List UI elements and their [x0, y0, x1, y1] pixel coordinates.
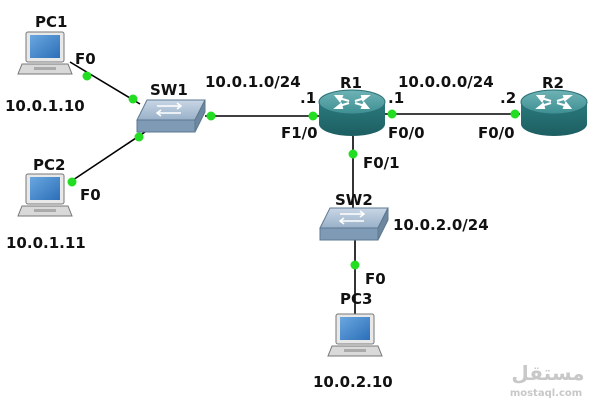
pc1-ip: 10.0.1.10 [5, 97, 85, 115]
pc1-port: F0 [75, 50, 96, 68]
pc2-device[interactable] [17, 173, 73, 217]
port-dot-r1-f00 [387, 109, 397, 119]
sw1-device[interactable] [136, 99, 206, 133]
lan1-network: 10.0.1.0/24 [205, 73, 301, 91]
switch-icon [319, 207, 389, 241]
link-pc2-sw1 [69, 131, 146, 183]
pc2-port: F0 [80, 186, 101, 204]
pc2-name: PC2 [33, 156, 65, 174]
r2-device[interactable] [520, 89, 588, 136]
link-pc1-sw1 [69, 61, 141, 105]
pc3-ip: 10.0.2.10 [313, 373, 393, 391]
port-dot-sw1-pc2 [134, 132, 144, 142]
watermark-latin: mostaql.com [510, 388, 582, 399]
port-dot-sw1-r1 [206, 111, 216, 121]
wan-network: 10.0.0.0/24 [398, 73, 494, 91]
r1-lan-port: F1/0 [281, 124, 318, 142]
pc1-device[interactable] [17, 31, 73, 75]
pc-icon [17, 31, 73, 75]
router-icon [318, 89, 386, 136]
r2-name: R2 [542, 74, 564, 92]
watermark: مستقل mostaql.com [510, 361, 585, 399]
router-icon [520, 89, 588, 136]
port-dot-sw1-pc1 [128, 94, 138, 104]
r1-wan-port: F0/0 [388, 124, 425, 142]
pc2-ip: 10.0.1.11 [6, 234, 86, 252]
r2-wan-port: F0/0 [478, 124, 515, 142]
lan2-network: 10.0.2.0/24 [393, 216, 489, 234]
switch-icon [136, 99, 206, 133]
links [69, 61, 520, 318]
port-dot-pc2 [67, 177, 77, 187]
sw2-name: SW2 [335, 191, 373, 209]
pc-icon [17, 173, 73, 217]
pc3-device[interactable] [327, 313, 383, 357]
port-dot-r1-f10 [308, 111, 318, 121]
port-dot-r1-f01 [348, 149, 358, 159]
sw1-name: SW1 [150, 81, 188, 99]
port-dot-r2-f00 [510, 109, 520, 119]
r1-sw2-port: F0/1 [363, 154, 400, 172]
pc-icon [327, 313, 383, 357]
r1-wan-host: .1 [388, 89, 404, 107]
r1-lan-host: .1 [300, 89, 316, 107]
port-dot-pc3 [350, 260, 360, 270]
pc1-name: PC1 [35, 13, 67, 31]
watermark-arabic: مستقل [511, 361, 584, 385]
pc3-name: PC3 [340, 290, 372, 308]
sw2-device[interactable] [319, 207, 389, 241]
r2-wan-host: .2 [500, 89, 516, 107]
port-dots [67, 71, 520, 270]
labels: PC1 F0 10.0.1.10 PC2 F0 10.0.1.11 SW1 10… [5, 13, 564, 391]
pc3-port: F0 [365, 270, 386, 288]
port-dot-pc1 [82, 71, 92, 81]
r1-name: R1 [340, 74, 362, 92]
r1-device[interactable] [318, 89, 386, 136]
